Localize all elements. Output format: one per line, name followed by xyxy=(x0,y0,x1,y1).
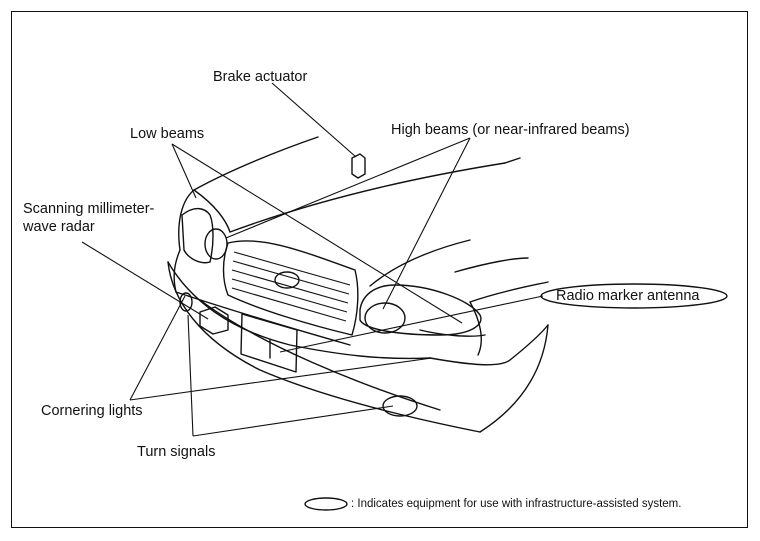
label-radio-marker-antenna: Radio marker antenna xyxy=(556,288,700,304)
label-scanning-radar-line2: wave radar xyxy=(23,219,95,235)
brake-actuator-box xyxy=(351,153,366,179)
label-turn-signals: Turn signals xyxy=(137,444,216,460)
legend-text: : Indicates equipment for use with infra… xyxy=(351,498,682,510)
turn-signal-right xyxy=(382,395,418,417)
grille xyxy=(222,240,359,336)
radar-unit xyxy=(199,306,229,335)
leader-lines xyxy=(81,82,544,437)
label-low-beams: Low beams xyxy=(130,126,205,142)
diagram-frame xyxy=(11,11,748,528)
license-plate xyxy=(240,313,298,373)
low-beam-lamp xyxy=(204,228,228,260)
label-high-beams: High beams (or near-infrared beams) xyxy=(391,122,630,138)
radio-marker-oval xyxy=(540,283,728,309)
label-brake-actuator: Brake actuator xyxy=(213,69,308,85)
label-scanning-radar-line1: Scanning millimeter- xyxy=(23,201,155,217)
high-beam-lamp xyxy=(364,302,406,334)
label-cornering-lights: Cornering lights xyxy=(41,403,143,419)
car-body xyxy=(167,136,549,433)
legend-oval-icon xyxy=(304,497,348,511)
